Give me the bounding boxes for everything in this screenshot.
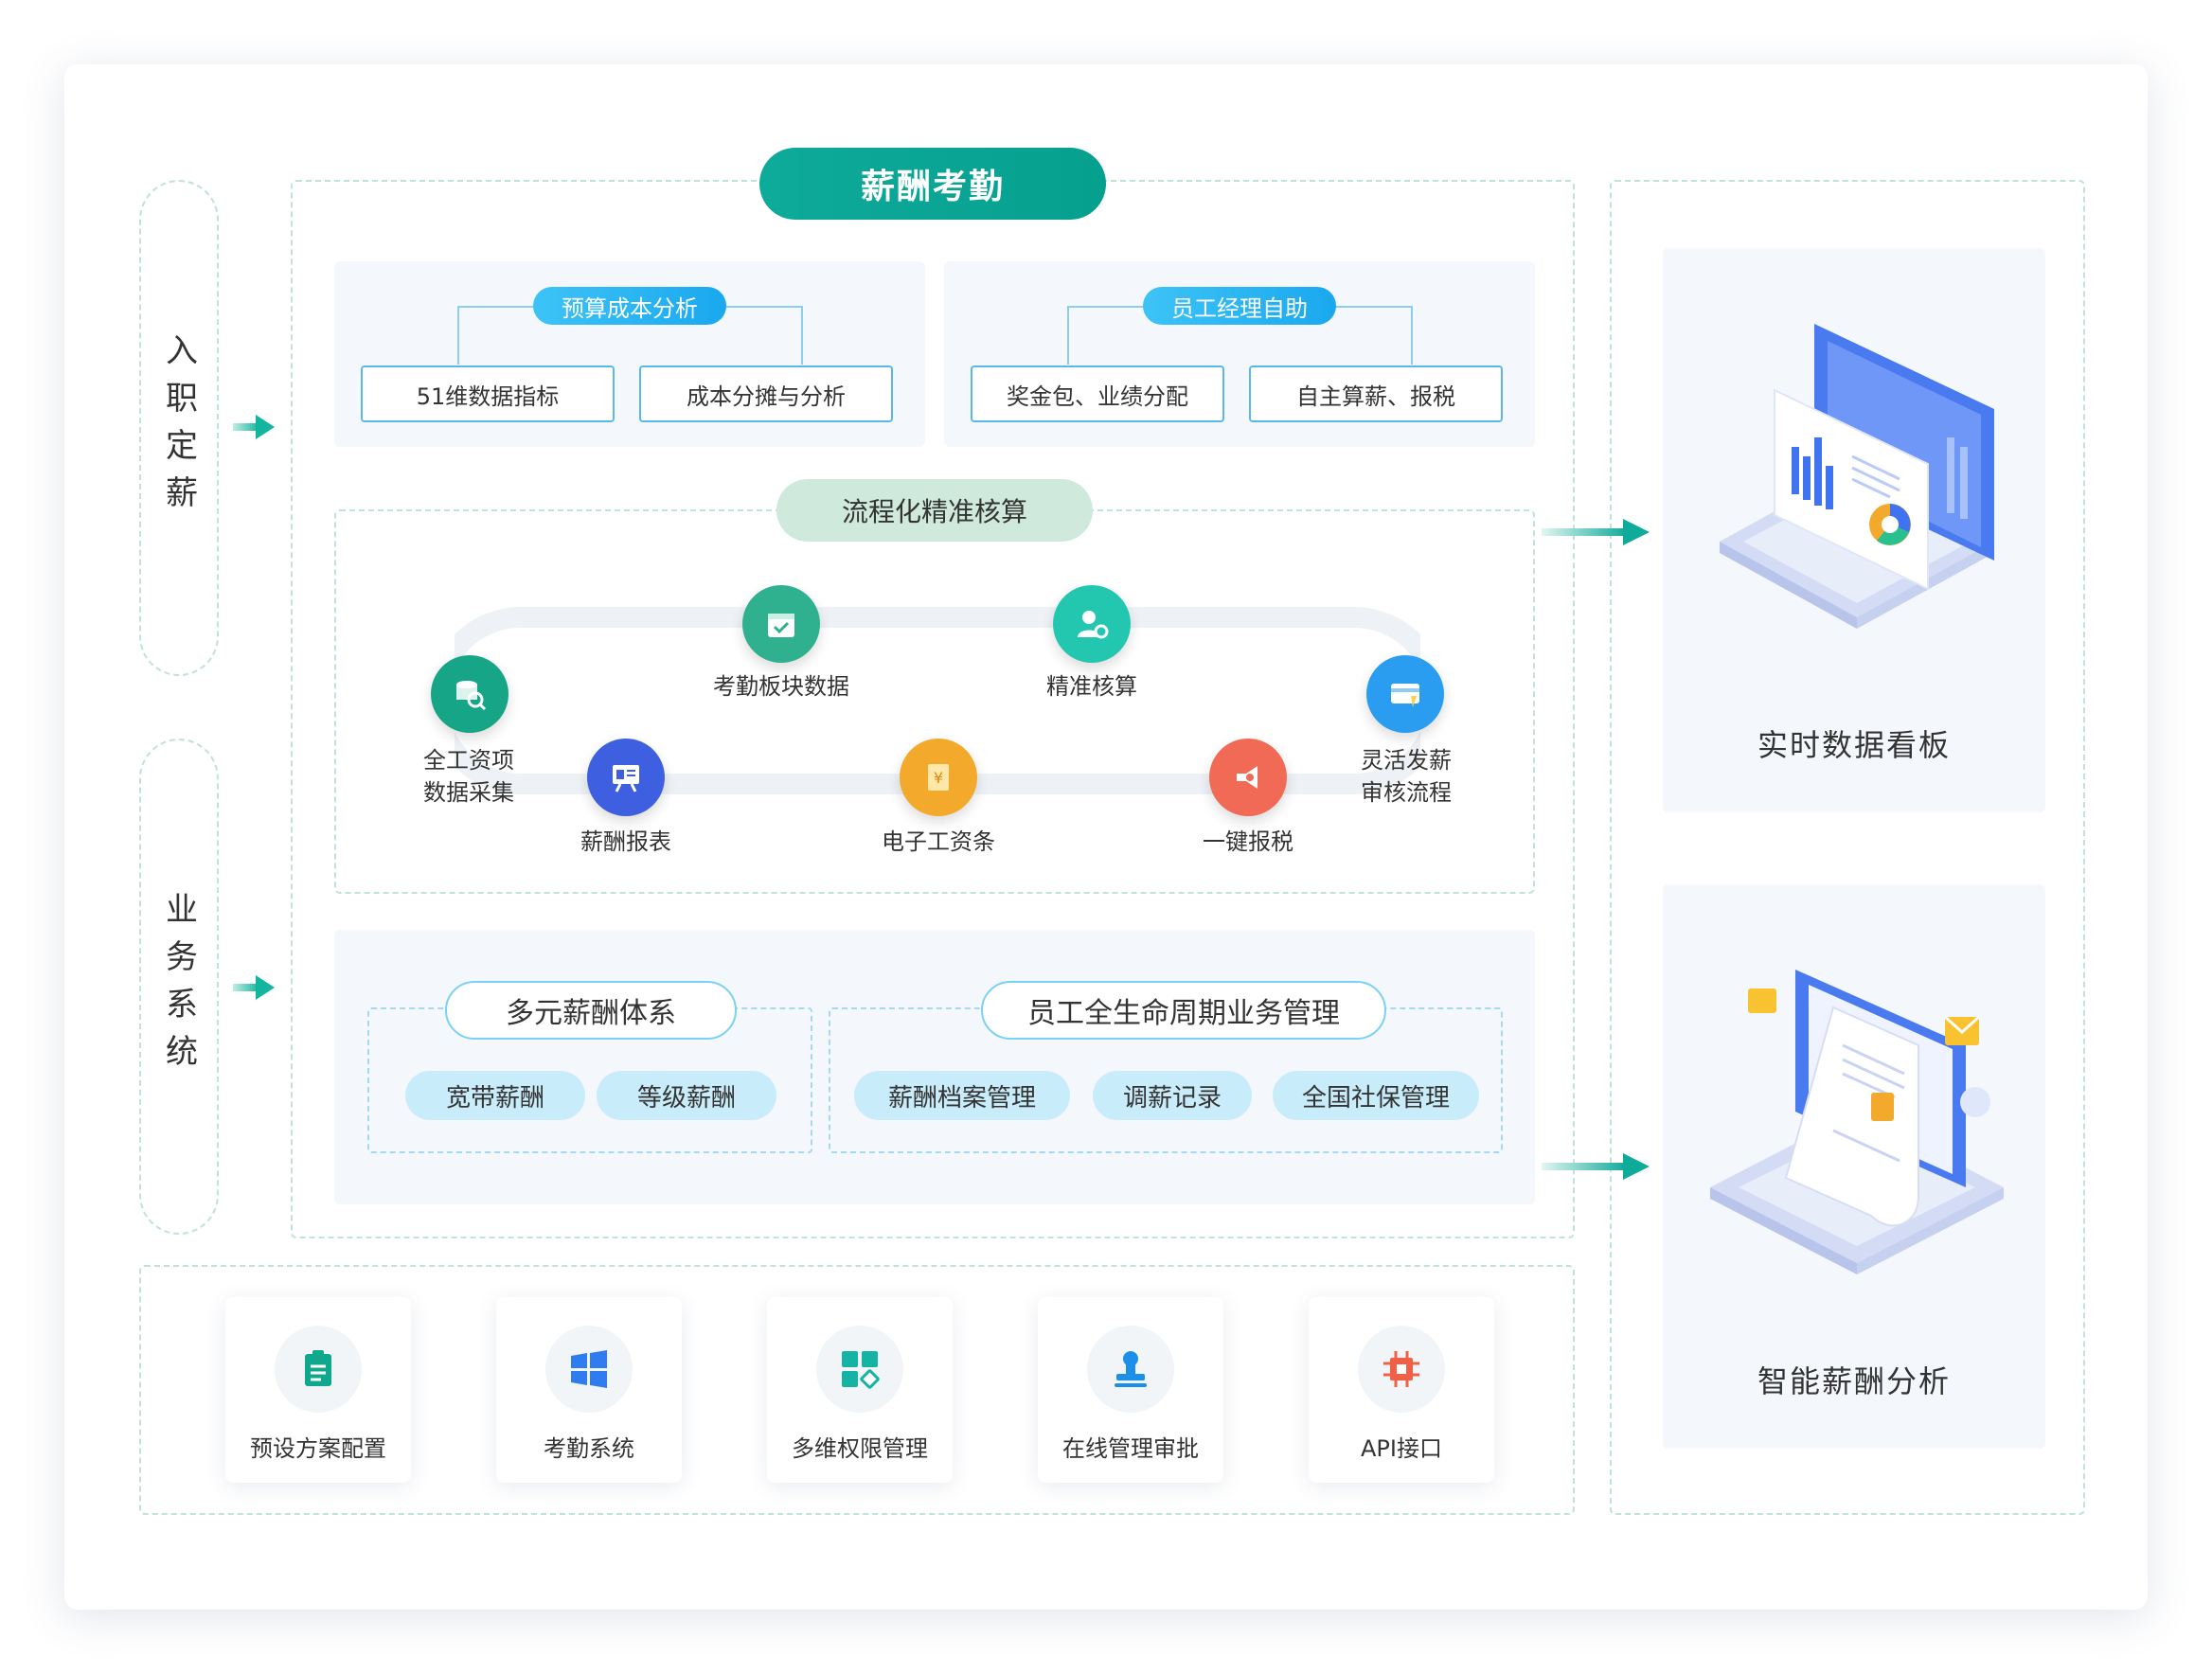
feature-icon-circle xyxy=(816,1326,903,1413)
analysis-label: 智能薪酬分析 xyxy=(1757,1363,1951,1399)
dashboard-panel: 实时数据看板 xyxy=(1663,248,2045,812)
lifecycle-item[interactable]: 全国社保管理 xyxy=(1273,1071,1479,1120)
laptop-analysis-illustration xyxy=(1710,970,2004,1274)
arrow-right-icon xyxy=(1542,1153,1650,1180)
flow-node-payslip[interactable]: ¥ xyxy=(900,739,977,816)
feature-card-attendance[interactable]: 考勤系统 xyxy=(496,1297,682,1483)
budget-item[interactable]: 成本分摊与分析 xyxy=(639,365,893,422)
flow-node-tax[interactable] xyxy=(1209,739,1287,816)
flow-node-accounting[interactable] xyxy=(1053,585,1131,663)
yuan-document-icon: ¥ xyxy=(928,764,949,791)
connector-line xyxy=(1411,306,1413,365)
feature-card-approval[interactable]: 在线管理审批 xyxy=(1038,1297,1223,1483)
feature-label: 多维权限管理 xyxy=(792,1435,928,1462)
feature-label: 在线管理审批 xyxy=(1062,1435,1199,1462)
flow-label-accounting: 精准核算 xyxy=(1046,673,1137,700)
feature-icon-circle xyxy=(275,1326,362,1413)
flow-label-payslip: 电子工资条 xyxy=(882,828,995,855)
output-container xyxy=(1610,180,2085,1515)
flow-label-tax: 一键报税 xyxy=(1203,828,1293,855)
feature-label: 考勤系统 xyxy=(544,1435,634,1462)
feature-card-preset[interactable]: 预设方案配置 xyxy=(225,1297,411,1483)
megaphone-icon xyxy=(1237,766,1258,789)
feature-icon-circle xyxy=(545,1326,633,1413)
laptop-dashboard-illustration xyxy=(1720,324,1994,629)
clipboard-icon xyxy=(305,1350,331,1386)
lifecycle-item[interactable]: 调薪记录 xyxy=(1093,1071,1252,1120)
budget-item[interactable]: 51维数据指标 xyxy=(361,365,615,422)
user-settings-icon xyxy=(1078,611,1109,639)
connector-line xyxy=(457,306,459,365)
feature-label: 预设方案配置 xyxy=(250,1435,386,1462)
arrow-right-icon xyxy=(233,415,275,439)
self-service-title: 员工经理自助 xyxy=(1143,287,1336,325)
calendar-check-icon xyxy=(768,614,794,637)
chip-icon xyxy=(1383,1351,1419,1387)
windows-icon xyxy=(571,1350,607,1388)
arrow-right-icon xyxy=(233,975,275,1000)
flow-node-data-collection[interactable] xyxy=(431,655,508,733)
feature-card-api[interactable]: API接口 xyxy=(1309,1297,1494,1483)
grid-permission-icon xyxy=(842,1351,880,1389)
arrow-right-icon xyxy=(1542,519,1650,545)
lifecycle-title: 员工全生命周期业务管理 xyxy=(981,981,1386,1040)
flow-label-payroll-approval: 灵活发薪 审核流程 xyxy=(1361,747,1452,806)
database-search-icon xyxy=(456,681,487,711)
flow-label-data-collection: 全工资项 数据采集 xyxy=(423,747,514,806)
feature-icon-circle xyxy=(1358,1326,1445,1413)
flow-label-attendance: 考勤板块数据 xyxy=(713,673,849,700)
onboarding-label: 入职定薪 xyxy=(159,333,198,523)
connector-line xyxy=(1067,306,1069,365)
self-service-item[interactable]: 奖金包、业绩分配 xyxy=(971,365,1224,422)
flow-node-attendance[interactable] xyxy=(742,585,820,663)
analysis-panel: 智能薪酬分析 xyxy=(1663,884,2045,1449)
presentation-chart-icon xyxy=(613,765,639,792)
feature-icon-circle xyxy=(1087,1326,1174,1413)
onboarding-label-container: 入职定薪 xyxy=(139,180,219,676)
salary-system-item[interactable]: 等级薪酬 xyxy=(597,1071,776,1120)
flow-node-payroll-approval[interactable] xyxy=(1366,655,1444,733)
flow-label-salary-report: 薪酬报表 xyxy=(580,828,671,855)
budget-title: 预算成本分析 xyxy=(533,287,726,325)
salary-system-item[interactable]: 宽带薪酬 xyxy=(405,1071,585,1120)
flow-node-salary-report[interactable] xyxy=(587,739,665,816)
business-system-label: 业务系统 xyxy=(159,892,198,1081)
features-container xyxy=(139,1265,1575,1515)
business-panel xyxy=(334,930,1535,1204)
feature-label: API接口 xyxy=(1361,1435,1442,1462)
dashboard-label: 实时数据看板 xyxy=(1757,727,1951,763)
lifecycle-item[interactable]: 薪酬档案管理 xyxy=(854,1071,1070,1120)
card-icon xyxy=(1391,684,1419,707)
flow-track xyxy=(455,607,1420,794)
flow-title: 流程化精准核算 xyxy=(776,479,1093,542)
self-service-item[interactable]: 自主算薪、报税 xyxy=(1249,365,1503,422)
stamp-icon xyxy=(1115,1351,1147,1387)
connector-line xyxy=(801,306,803,365)
module-title: 薪酬考勤 xyxy=(759,148,1106,220)
svg-text:¥: ¥ xyxy=(934,769,943,787)
salary-system-title: 多元薪酬体系 xyxy=(445,981,737,1040)
business-system-label-container: 业务系统 xyxy=(139,739,219,1235)
feature-card-permissions[interactable]: 多维权限管理 xyxy=(767,1297,953,1483)
